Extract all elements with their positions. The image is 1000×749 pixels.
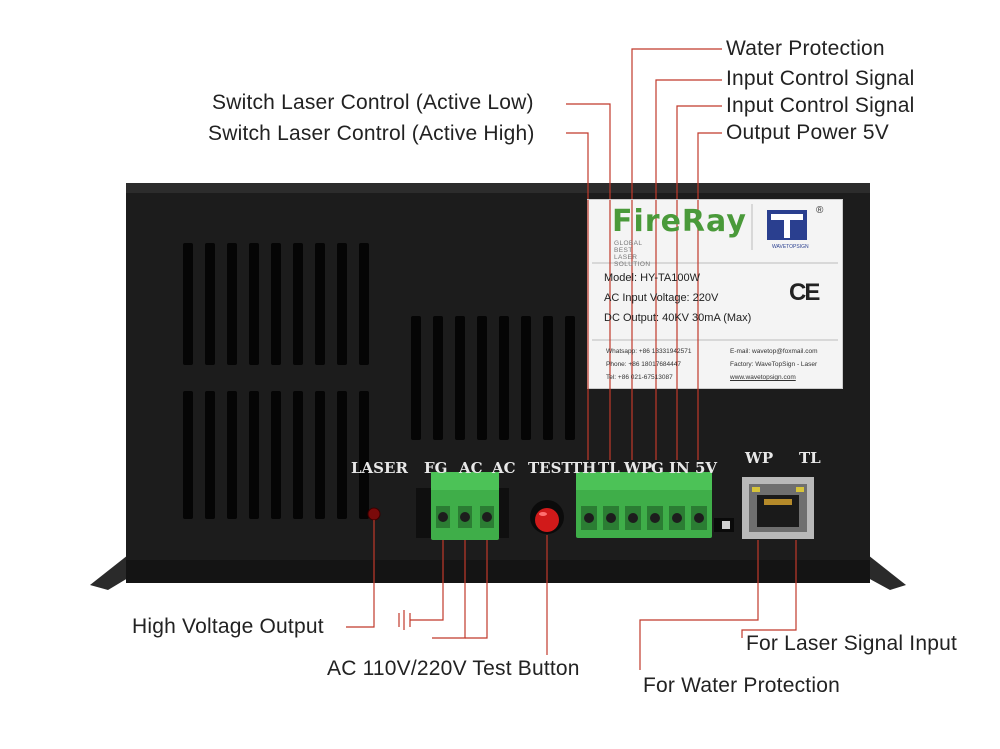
callout-laser-signal: For Laser Signal Input	[746, 632, 958, 655]
whatsapp-text: Whatsapp: +86 13331942571	[606, 348, 692, 355]
phone-text: Phone: +86 18017684447	[606, 361, 682, 368]
rj45-port[interactable]	[742, 477, 814, 539]
ground-symbol-icon	[398, 610, 411, 630]
vent-slots-center	[411, 316, 575, 440]
callout-switch-active-high: Switch Laser Control (Active High)	[208, 122, 535, 145]
wavetopsign-logo-icon	[767, 210, 807, 240]
callout-high-voltage: High Voltage Output	[132, 615, 324, 638]
callout-input-control-2: Input Control Signal	[726, 94, 915, 117]
brand-tagline: GLOBAL BEST LASER SOLUTION	[614, 240, 651, 268]
panel-label-tl: TL	[598, 459, 620, 477]
callout-switch-active-low: Switch Laser Control (Active Low)	[212, 91, 534, 114]
panel-label-laser: LASER	[351, 459, 408, 477]
registered-mark: ®	[816, 205, 824, 216]
control-terminal-block	[576, 472, 712, 538]
tel-text: Tel: +86 021-67513087	[606, 374, 673, 381]
panel-label-wp: WP	[624, 459, 653, 477]
vent-slots-left-top	[183, 243, 369, 365]
ce-mark: CE	[789, 279, 820, 306]
vent-slots-left-bottom	[183, 391, 369, 519]
panel-label-5v: 5V	[695, 459, 718, 477]
logo-subtext: WAVETOPSIGN	[772, 244, 809, 250]
panel-label-in: IN	[669, 459, 690, 477]
panel-label-port-wp: WP	[745, 449, 774, 467]
ac-input-text: AC Input Voltage: 220V	[604, 292, 719, 304]
model-text: Model: HY-TA100W	[604, 272, 700, 284]
callout-ac-test: AC 110V/220V Test Button	[327, 657, 580, 680]
brand-name: FireRay	[612, 204, 747, 239]
dc-output-text: DC Output: 40KV 30mA (Max)	[604, 312, 752, 324]
panel-label-port-tl: TL	[799, 449, 821, 467]
panel-label-g: G	[651, 459, 664, 477]
panel-label-ac2: AC	[492, 459, 516, 477]
left-mounting-flange	[90, 555, 128, 590]
panel-label-ac1: AC	[459, 459, 483, 477]
ac-terminal-block	[416, 472, 509, 540]
callout-input-control-1: Input Control Signal	[726, 67, 915, 90]
callout-water-port: For Water Protection	[643, 674, 840, 697]
right-mounting-flange	[868, 555, 906, 590]
factory-text: Factory: WaveTopSign - Laser	[730, 361, 818, 368]
email-text: E-mail: wavetop@foxmail.com	[730, 348, 818, 355]
panel-label-test: TEST	[528, 459, 573, 477]
website-link[interactable]: www.wavetopsign.com	[730, 374, 796, 381]
callout-water-protection: Water Protection	[726, 37, 885, 60]
callout-output-power: Output Power 5V	[726, 121, 889, 144]
panel-label-fg: FG	[424, 459, 448, 477]
panel-label-th: TH	[571, 459, 597, 477]
